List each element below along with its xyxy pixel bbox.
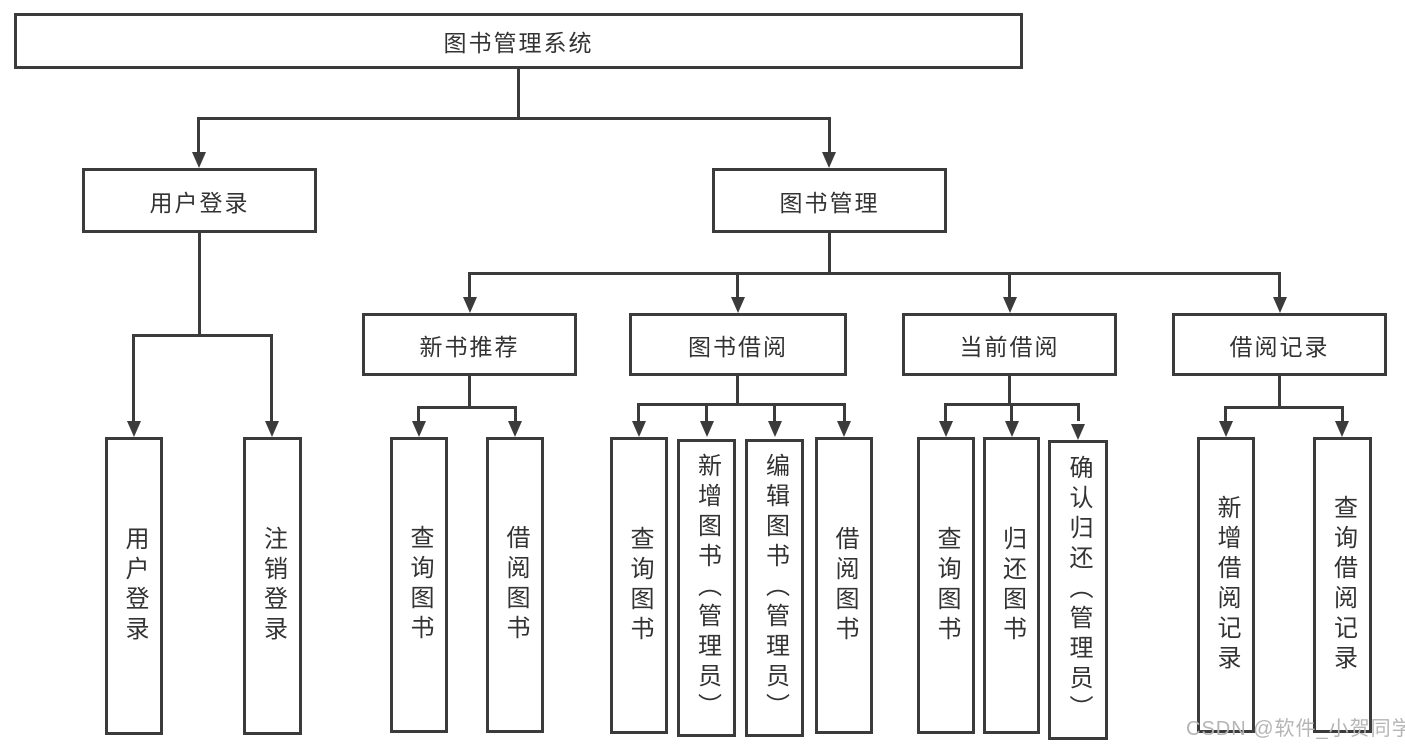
leaf-logout: 注销登录 [243,437,302,735]
connector-userlogin-rail [132,334,273,337]
connector-borrowrecord-rail [1224,406,1344,409]
arrow-down-icon [508,421,522,437]
connector-leaf-drop [417,406,420,422]
leaf-borrow-borrow: 借阅图书 [815,437,873,734]
leaf-label: 借阅图书 [831,525,858,646]
node-current-borrow: 当前借阅 [902,313,1117,376]
leaf-record-add: 新增借阅记录 [1197,437,1255,733]
connector-newbook-rail [417,406,517,409]
node-book-borrow: 图书借阅 [629,313,847,376]
arrow-down-icon [412,421,426,437]
node-root-label: 图书管理系统 [443,30,594,56]
arrow-down-icon [1335,421,1349,437]
arrow-down-icon [837,421,851,437]
leaf-label: 查询图书 [406,525,433,645]
connector-bookmgmt-drop [828,117,831,155]
node-current-borrow-label: 当前借阅 [959,333,1060,360]
connector-currentborrow-drop [1008,272,1011,299]
connector-bookborrow-stem [736,376,739,406]
connector-leaf-drop [1010,403,1013,421]
connector-root-stem [517,69,520,119]
leaf-current-return: 归还图书 [983,437,1040,734]
arrow-down-icon [463,297,477,313]
arrow-down-icon [822,152,836,168]
connector-borrowrecord-drop [1278,272,1281,299]
connector-bookmgmt-stem [828,233,831,275]
connector-leaf-drop [1224,406,1227,422]
leaf-current-confirm-admin: 确认归还（管理员） [1048,440,1108,740]
arrow-down-icon [1273,297,1287,313]
leaf-current-query: 查询图书 [917,437,975,734]
connector-leaf-drop [843,403,846,421]
node-book-management-label: 图书管理 [779,189,880,216]
node-user-login-label: 用户登录 [149,189,250,216]
connector-newbook-stem [468,376,471,409]
leaf-label: 新增图书（管理员） [693,453,721,723]
connector-borrowrecord-stem [1278,376,1281,409]
connector-userlogin-drop [197,117,200,155]
arrow-down-icon [939,421,953,437]
node-root: 图书管理系统 [14,13,1023,69]
node-borrow-record: 借阅记录 [1172,313,1387,376]
leaf-borrow-query: 查询图书 [610,437,668,734]
arrow-down-icon [700,421,714,437]
arrow-down-icon [1219,421,1233,437]
arrow-down-icon [1071,424,1085,440]
leaf-borrow-add-admin: 新增图书（管理员） [677,439,736,737]
connector-leaf-drop [132,334,135,422]
leaf-borrow-edit-admin: 编辑图书（管理员） [745,439,804,737]
leaf-label: 新增借阅记录 [1213,495,1240,675]
connector-newbook-drop [468,272,471,299]
connector-level2-rail [197,117,831,120]
connector-level3-rail [468,272,1281,275]
connector-userlogin-stem [198,233,201,337]
node-new-book-recommend-label: 新书推荐 [419,333,520,360]
connector-bookborrow-rail [637,403,846,406]
connector-currentborrow-stem [1008,376,1011,406]
arrow-down-icon [192,152,206,168]
leaf-label: 确认归还（管理员） [1065,455,1092,725]
leaf-newbook-query: 查询图书 [390,437,448,733]
node-user-login: 用户登录 [82,168,317,233]
node-new-book-recommend: 新书推荐 [362,313,577,376]
arrow-down-icon [1003,297,1017,313]
leaf-label: 查询图书 [933,525,960,646]
node-borrow-record-label: 借阅记录 [1229,333,1330,360]
leaf-newbook-borrow: 借阅图书 [486,437,544,733]
connector-leaf-drop [514,406,517,422]
arrow-down-icon [265,421,279,437]
node-book-borrow-label: 图书借阅 [688,333,788,360]
connector-leaf-drop [1077,403,1080,421]
leaf-label: 编辑图书（管理员） [761,453,789,723]
connector-leaf-drop [944,403,947,421]
connector-bookborrow-drop [736,272,739,299]
arrow-down-icon [768,421,782,437]
arrow-down-icon [731,297,745,313]
leaf-user-login: 用户登录 [105,437,163,735]
leaf-label: 查询图书 [626,525,653,646]
node-book-management: 图书管理 [712,168,947,233]
leaf-label: 查询借阅记录 [1329,495,1357,675]
connector-leaf-drop [773,403,776,421]
leaf-record-query: 查询借阅记录 [1313,437,1372,733]
arrow-down-icon [632,421,646,437]
leaf-label: 用户登录 [121,526,148,646]
arrow-down-icon [127,421,141,437]
leaf-label: 借阅图书 [502,525,529,645]
connector-leaf-drop [705,403,708,421]
leaf-label: 归还图书 [998,525,1026,646]
leaf-label: 注销登录 [259,526,287,646]
connector-leaf-drop [270,334,273,422]
connector-leaf-drop [637,403,640,421]
csdn-watermark: CSDN @软件_小贺同学 [1186,718,1405,740]
arrow-down-icon [1005,421,1019,437]
connector-leaf-drop [1341,406,1344,422]
